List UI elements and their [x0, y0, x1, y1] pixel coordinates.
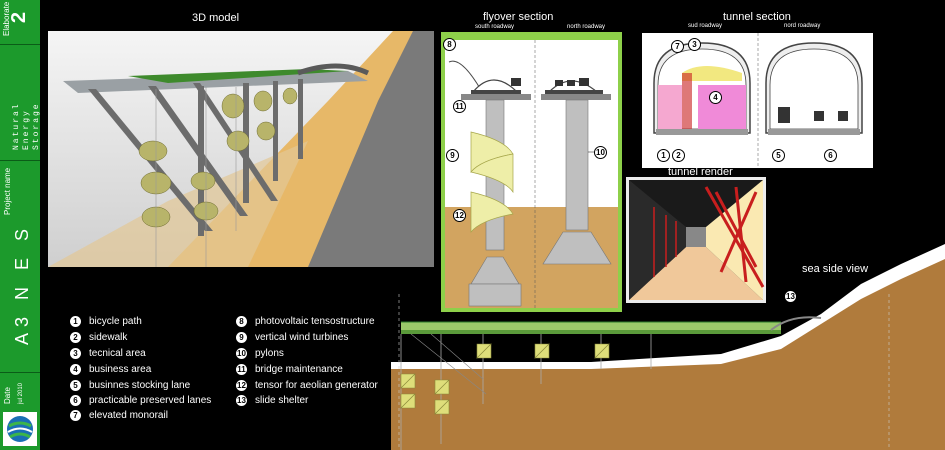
- tunnel-callout-4: 4: [709, 91, 722, 104]
- tunnel-callout-5: 5: [772, 149, 785, 162]
- date-value: jul 2010: [18, 382, 24, 404]
- model-3d-title: 3D model: [192, 12, 240, 24]
- elaborate-number: 2: [8, 11, 31, 24]
- tunnel-sud-label: sud roadway: [688, 23, 723, 29]
- sea-side-view-panel: [391, 244, 945, 450]
- tunnel-callout-7: 7: [671, 40, 684, 53]
- project-name-value: A3 N E S: [12, 222, 32, 345]
- flyover-callout-9: 9: [446, 149, 459, 162]
- sidebar-divider: [0, 44, 40, 45]
- tunnel-callout-6: 6: [824, 149, 837, 162]
- model-3d-panel: [48, 31, 434, 267]
- flyover-callout-8: 8: [443, 38, 456, 51]
- sidebar: Elaborate 2 Natural Energy Storage Proje…: [0, 0, 41, 450]
- flyover-callout-10: 10: [594, 146, 607, 159]
- flyover-south-label: south roadway: [475, 24, 515, 30]
- sidebar-divider: [0, 372, 40, 373]
- logo: [3, 412, 37, 446]
- project-name-label: Project name: [3, 167, 12, 215]
- tunnel-callout-1: 1: [657, 149, 670, 162]
- tunnel-render-title: tunnel render: [668, 166, 733, 178]
- flyover-callout-12: 12: [453, 209, 466, 222]
- sidebar-divider: [0, 160, 40, 161]
- tunnel-section-panel: [642, 33, 873, 168]
- nes-line-1: Natural: [12, 102, 21, 150]
- flyover-section-panel: [441, 32, 622, 312]
- flyover-callout-11: 11: [453, 100, 466, 113]
- tunnel-render-panel: [626, 177, 766, 303]
- nes-line-2: Energy: [22, 109, 31, 150]
- sea-callout-13: 13: [784, 290, 797, 303]
- date-label: Date: [3, 387, 12, 404]
- tunnel-section-title: tunnel section: [723, 11, 791, 23]
- tunnel-callout-3: 3: [688, 38, 701, 51]
- tunnel-nord-label: nord roadway: [784, 23, 821, 29]
- sea-side-title: sea side view: [802, 263, 869, 275]
- tunnel-callout-2: 2: [672, 149, 685, 162]
- flyover-north-label: north roadway: [567, 24, 606, 30]
- nes-line-3: Storage: [32, 102, 41, 150]
- flyover-title: flyover section: [483, 11, 554, 23]
